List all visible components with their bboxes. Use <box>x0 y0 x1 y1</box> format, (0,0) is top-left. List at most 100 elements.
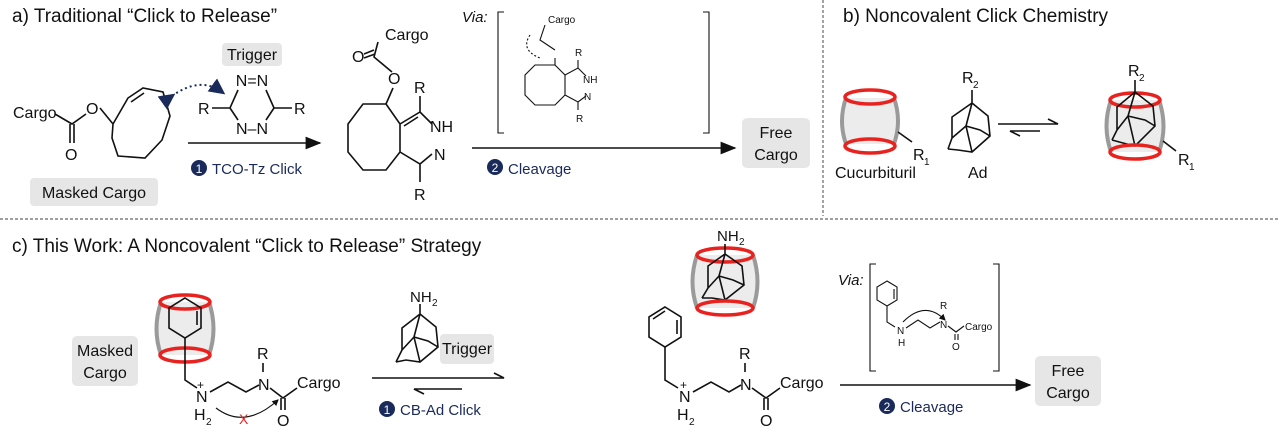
step2-badge <box>487 159 503 175</box>
panel-c-title: c) This Work: A Noncovalent “Click to Re… <box>12 236 482 257</box>
atom-n: N <box>584 92 591 103</box>
trigger-box <box>222 43 282 66</box>
complex-r2-label: R <box>1128 63 1140 80</box>
aminoadamantane-icon <box>395 304 439 363</box>
adamantane-label: Ad <box>968 165 988 182</box>
atom-nh: NH <box>430 119 453 136</box>
atom-o: O <box>65 147 77 164</box>
tco-carbonate-structure: Cargo O O <box>13 87 171 164</box>
step2-label: Cleavage <box>900 399 963 416</box>
panel-a: a) Traditional “Click to Release” Cargo … <box>12 6 810 206</box>
free-amide-structure: + N H 2 N R Cargo O <box>648 306 824 430</box>
cb-aminoadamantane-complex-icon <box>690 244 760 317</box>
via-brackets <box>497 11 710 134</box>
atom-r: R <box>414 80 426 97</box>
masked-cargo-box <box>30 178 158 206</box>
via-intermediate-structure: N H N R Cargo O <box>876 280 993 353</box>
trigger-label: Trigger <box>442 341 493 358</box>
cucurbituril-icon <box>840 88 913 155</box>
atom-o: O <box>86 101 98 118</box>
step1-number: 1 <box>384 403 391 417</box>
atom-o: O <box>388 71 400 88</box>
cargo-atom-label: Cargo <box>13 105 57 122</box>
equilibrium-arrows <box>372 372 505 395</box>
step1-badge <box>191 160 207 176</box>
via-brackets <box>869 263 1000 372</box>
tetrazine-structure: N=N N–N R R <box>198 73 306 138</box>
step2-number: 2 <box>884 400 891 414</box>
masked-cargo-box <box>72 336 138 386</box>
cb-adamantane-complex-icon <box>1104 80 1177 161</box>
free-cargo-line2: Cargo <box>1046 385 1090 402</box>
r2-subscript: 2 <box>973 80 979 91</box>
complex-r1-label: R <box>1178 152 1190 169</box>
atom-n-n: N–N <box>236 121 268 138</box>
r1-label: R <box>913 147 925 164</box>
atom-n: N <box>679 389 691 406</box>
free-cargo-box <box>742 118 810 168</box>
panel-a-title: a) Traditional “Click to Release” <box>12 6 277 27</box>
charge-plus: + <box>680 378 687 392</box>
subscript-2: 2 <box>689 417 695 428</box>
atom-o: O <box>352 49 364 66</box>
atom-r: R <box>257 346 269 363</box>
panel-b: b) Noncovalent Click Chemistry R 1 Cucur… <box>835 6 1195 182</box>
atom-h: H <box>194 407 206 424</box>
free-cargo-line1: Free <box>1052 363 1085 380</box>
masked-cargo-label: Masked Cargo <box>42 185 146 202</box>
complex-r1-subscript: 1 <box>1189 162 1195 173</box>
nh2-subscript: 2 <box>432 298 438 309</box>
atom-n: N <box>434 147 446 164</box>
cargo-atom-label: Cargo <box>965 322 993 333</box>
pyridazine-product-structure: Cargo O O R R NH N <box>347 27 453 204</box>
atom-nh: NH <box>583 75 597 86</box>
masked-amide-structure: + N H 2 N R Cargo O X <box>194 346 341 430</box>
atom-r: R <box>294 101 306 118</box>
step1-badge <box>379 401 395 417</box>
atom-o: O <box>760 413 772 430</box>
complex-r2-subscript: 2 <box>1139 73 1145 84</box>
atom-r: R <box>576 114 583 125</box>
via-intermediate-structure: Cargo R R NH N <box>524 15 597 125</box>
atom-r: R <box>414 187 426 204</box>
blocked-x-icon: X <box>239 411 249 427</box>
atom-n: N <box>897 326 904 337</box>
step1-number: 1 <box>196 162 203 176</box>
atom-h: H <box>898 338 905 349</box>
complex-nh2-label: NH <box>717 228 739 245</box>
step1-label: TCO-Tz Click <box>212 161 302 178</box>
cargo-atom-label: Cargo <box>385 27 429 44</box>
atom-nn: N=N <box>236 73 268 90</box>
atom-n: N <box>196 389 208 406</box>
panel-b-title: b) Noncovalent Click Chemistry <box>843 6 1109 27</box>
atom-r: R <box>198 101 210 118</box>
charge-plus: + <box>197 378 204 392</box>
atom-o: O <box>277 413 289 430</box>
free-cargo-line1: Free <box>760 125 793 142</box>
via-label: Via: <box>462 9 488 26</box>
via-label: Via: <box>838 272 864 289</box>
atom-n: N <box>258 377 270 394</box>
cargo-atom-label: Cargo <box>780 375 824 392</box>
nh2-label: NH <box>410 289 432 306</box>
atom-o: O <box>952 342 960 353</box>
r1-subscript: 1 <box>924 157 930 168</box>
atom-r: R <box>940 301 947 312</box>
trigger-box <box>440 334 494 364</box>
atom-r: R <box>575 48 582 59</box>
equilibrium-arrows <box>998 118 1059 137</box>
r2-label: R <box>962 70 974 87</box>
adamantane-icon <box>947 90 991 153</box>
free-cargo-line2: Cargo <box>754 147 798 164</box>
atom-r: R <box>739 346 751 363</box>
cb-benzyl-complex-icon <box>154 293 216 389</box>
atom-h: H <box>677 407 689 424</box>
complex-nh2-subscript: 2 <box>739 237 745 248</box>
step2-number: 2 <box>492 161 499 175</box>
step1-label: CB-Ad Click <box>400 402 481 419</box>
trigger-label: Trigger <box>227 47 278 64</box>
free-cargo-box <box>1035 356 1101 406</box>
cargo-atom-label: Cargo <box>548 15 576 26</box>
cucurbituril-label: Cucurbituril <box>835 165 916 182</box>
